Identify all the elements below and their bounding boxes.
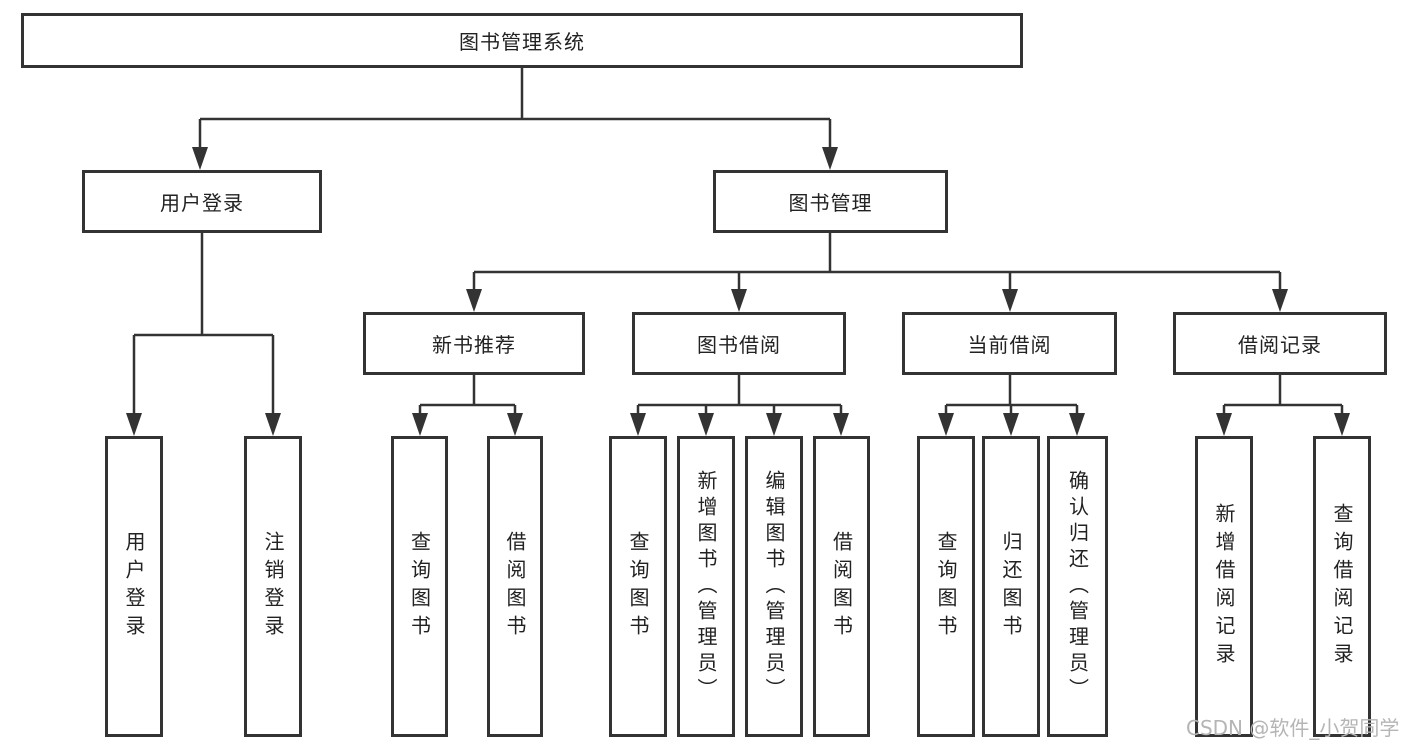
leaf-recommend-borrow-books-label: 借阅图书 bbox=[503, 530, 527, 643]
connector-book-mgmt-to-level2 bbox=[466, 233, 1288, 312]
arrowhead-icon bbox=[766, 413, 782, 436]
leaf-borrowing-query-books: 查询图书 bbox=[609, 436, 667, 737]
leaf-records-add-borrow-record: 新增借阅记录 bbox=[1195, 436, 1253, 737]
arrowhead-icon bbox=[833, 413, 849, 436]
leaf-current-return-books-label: 归还图书 bbox=[999, 530, 1023, 643]
connector-current-to-leaves bbox=[938, 375, 1085, 436]
arrowhead-icon bbox=[1216, 413, 1232, 436]
connector-user-login-to-leaves bbox=[126, 233, 281, 436]
node-book-management: 图书管理 bbox=[713, 170, 948, 233]
node-current-borrowing: 当前借阅 bbox=[902, 312, 1117, 375]
leaf-current-confirm-return-admin: 确认归还（管理员） bbox=[1047, 436, 1108, 737]
leaf-records-query-borrow-record: 查询借阅记录 bbox=[1313, 436, 1371, 737]
node-new-book-recommend: 新书推荐 bbox=[363, 312, 585, 375]
leaf-current-query-books-label: 查询图书 bbox=[934, 530, 958, 643]
node-user-login-label: 用户登录 bbox=[160, 191, 244, 215]
node-current-borrowing-label: 当前借阅 bbox=[967, 333, 1052, 357]
leaf-recommend-borrow-books: 借阅图书 bbox=[487, 436, 543, 737]
leaf-logout-label: 注销登录 bbox=[261, 530, 285, 643]
node-borrowing-records: 借阅记录 bbox=[1173, 312, 1387, 375]
node-book-borrowing-label: 图书借阅 bbox=[697, 333, 781, 357]
arrowhead-icon bbox=[265, 413, 281, 436]
arrowhead-icon bbox=[1002, 289, 1018, 312]
arrowhead-icon bbox=[698, 413, 714, 436]
arrowhead-icon bbox=[412, 413, 428, 436]
arrowhead-icon bbox=[466, 289, 482, 312]
arrowhead-icon bbox=[731, 289, 747, 312]
node-user-login: 用户登录 bbox=[82, 170, 322, 233]
connector-new-rec-to-leaves bbox=[412, 375, 523, 436]
leaf-borrowing-add-books-admin: 新增图书（管理员） bbox=[677, 436, 735, 737]
leaf-records-add-borrow-record-label: 新增借阅记录 bbox=[1212, 502, 1236, 671]
arrowhead-icon bbox=[126, 413, 142, 436]
leaf-current-return-books: 归还图书 bbox=[982, 436, 1040, 737]
node-new-book-recommend-label: 新书推荐 bbox=[432, 333, 516, 357]
node-borrowing-records-label: 借阅记录 bbox=[1238, 333, 1322, 357]
leaf-user-login-label: 用户登录 bbox=[122, 530, 146, 643]
leaf-borrowing-add-books-admin-label: 新增图书（管理员） bbox=[694, 469, 718, 704]
connector-borrowing-to-leaves bbox=[630, 375, 849, 436]
leaf-borrowing-edit-books-admin: 编辑图书（管理员） bbox=[745, 436, 803, 737]
leaf-borrowing-borrow-books-label: 借阅图书 bbox=[829, 530, 854, 643]
arrowhead-icon bbox=[1003, 413, 1019, 436]
arrowhead-icon bbox=[630, 413, 646, 436]
node-root: 图书管理系统 bbox=[21, 13, 1023, 68]
leaf-recommend-query-books-label: 查询图书 bbox=[407, 530, 432, 643]
arrowhead-icon bbox=[822, 147, 838, 170]
leaf-borrowing-borrow-books: 借阅图书 bbox=[813, 436, 870, 737]
leaf-borrowing-edit-books-admin-label: 编辑图书（管理员） bbox=[762, 469, 786, 704]
arrowhead-icon bbox=[938, 413, 954, 436]
leaf-current-query-books: 查询图书 bbox=[917, 436, 975, 737]
connector-records-to-leaves bbox=[1216, 375, 1350, 436]
node-root-label: 图书管理系统 bbox=[459, 30, 585, 54]
node-book-borrowing: 图书借阅 bbox=[632, 312, 846, 375]
node-book-management-label: 图书管理 bbox=[788, 191, 873, 215]
leaf-recommend-query-books: 查询图书 bbox=[391, 436, 448, 737]
arrowhead-icon bbox=[192, 147, 208, 170]
arrowhead-icon bbox=[1334, 413, 1350, 436]
leaf-current-confirm-return-admin-label: 确认归还（管理员） bbox=[1065, 469, 1090, 704]
arrowhead-icon bbox=[1272, 289, 1288, 312]
leaf-user-login: 用户登录 bbox=[105, 436, 163, 737]
connector-root-to-level1 bbox=[192, 68, 838, 170]
leaf-logout: 注销登录 bbox=[244, 436, 302, 737]
watermark: CSDN @软件_小贺同学 bbox=[1186, 716, 1400, 740]
leaf-borrowing-query-books-label: 查询图书 bbox=[626, 530, 650, 643]
arrowhead-icon bbox=[507, 413, 523, 436]
arrowhead-icon bbox=[1069, 413, 1085, 436]
leaf-records-query-borrow-record-label: 查询借阅记录 bbox=[1330, 502, 1354, 671]
